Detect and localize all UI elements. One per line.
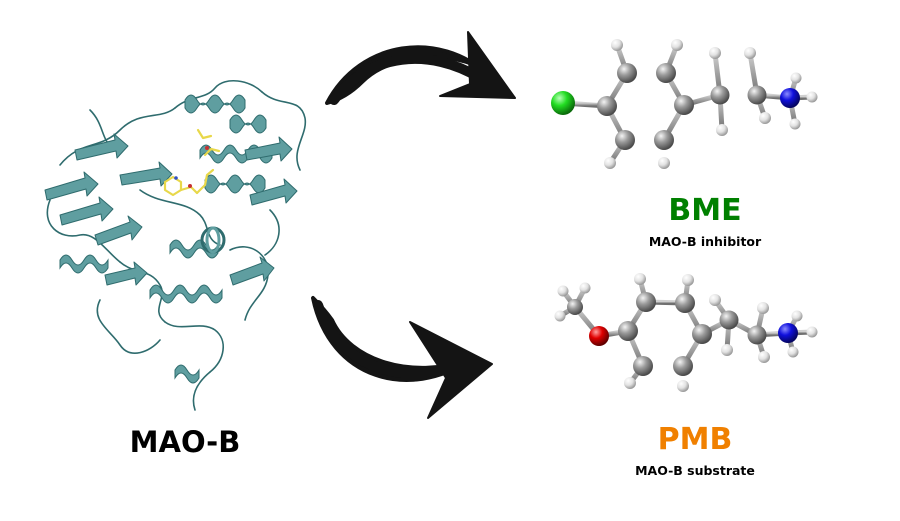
pmb-h-8 (709, 294, 721, 306)
bme-c-8 (747, 85, 767, 105)
pmb-c-2 (618, 321, 638, 341)
pmb-h-14 (787, 346, 799, 358)
bme-c-3 (656, 63, 676, 83)
pmb-c-7 (633, 356, 653, 376)
pmb-h-11 (758, 351, 770, 363)
bme-c-7 (710, 85, 730, 105)
bme-h-10 (806, 91, 818, 103)
bme-nitrogen-atom (780, 88, 800, 108)
pmb-c-3 (636, 292, 656, 312)
bme-h-6 (716, 124, 728, 136)
protein-helices (59, 94, 273, 384)
pmb-c-8 (719, 310, 739, 330)
bme-h-3 (604, 157, 616, 169)
pmb-h-3 (557, 285, 569, 297)
pmb-h-9 (721, 344, 733, 356)
bme-h-5 (709, 47, 721, 59)
pmb-h-13 (806, 326, 818, 338)
bme-carbons (597, 63, 767, 150)
bme-h-1 (611, 39, 623, 51)
bme-hydrogens (604, 39, 818, 169)
pmb-nitrogen-atom (778, 323, 798, 343)
pmb-c-9 (747, 325, 767, 345)
protein-name-label: MAO-B (129, 425, 241, 459)
pmb-h-6 (624, 377, 636, 389)
pmb-c-6 (673, 356, 693, 376)
pmb-molecule (554, 273, 818, 392)
pmb-h-10 (757, 302, 769, 314)
pmb-hydrogens (554, 273, 818, 392)
bme-h-2 (671, 39, 683, 51)
bme-c-4 (674, 95, 694, 115)
pmb-h-7 (677, 380, 689, 392)
bme-h-8 (759, 112, 771, 124)
bme-c-1 (597, 96, 617, 116)
pmb-h-1 (554, 310, 566, 322)
pmb-h-4 (634, 273, 646, 285)
bme-h-7 (744, 47, 756, 59)
pmb-c-4 (675, 293, 695, 313)
bme-c-5 (654, 130, 674, 150)
pmb-c-5 (692, 324, 712, 344)
pmb-h-12 (791, 310, 803, 322)
bme-c-6 (615, 130, 635, 150)
bme-c-2 (617, 63, 637, 83)
bme-h-4 (658, 157, 670, 169)
bme-role-label: MAO-B inhibitor (648, 234, 762, 249)
pmb-carbons (567, 292, 767, 376)
arrow-to-bme (325, 31, 516, 105)
bme-chlorine-atom (551, 91, 575, 115)
protein-ligand (163, 128, 221, 197)
bme-molecule (551, 39, 818, 169)
bme-h-11 (789, 118, 801, 130)
protein-structure (44, 80, 307, 411)
pmb-c-1 (567, 299, 583, 315)
pmb-oxygen-atom (589, 326, 609, 346)
arrow-to-pmb (311, 296, 493, 419)
pmb-h-5 (682, 274, 694, 286)
pmb-h-2 (579, 282, 591, 294)
bme-name-label: BME (668, 193, 742, 228)
pmb-role-label: MAO-B substrate (635, 463, 755, 478)
pmb-name-label: PMB (657, 422, 733, 457)
bme-h-9 (790, 72, 802, 84)
